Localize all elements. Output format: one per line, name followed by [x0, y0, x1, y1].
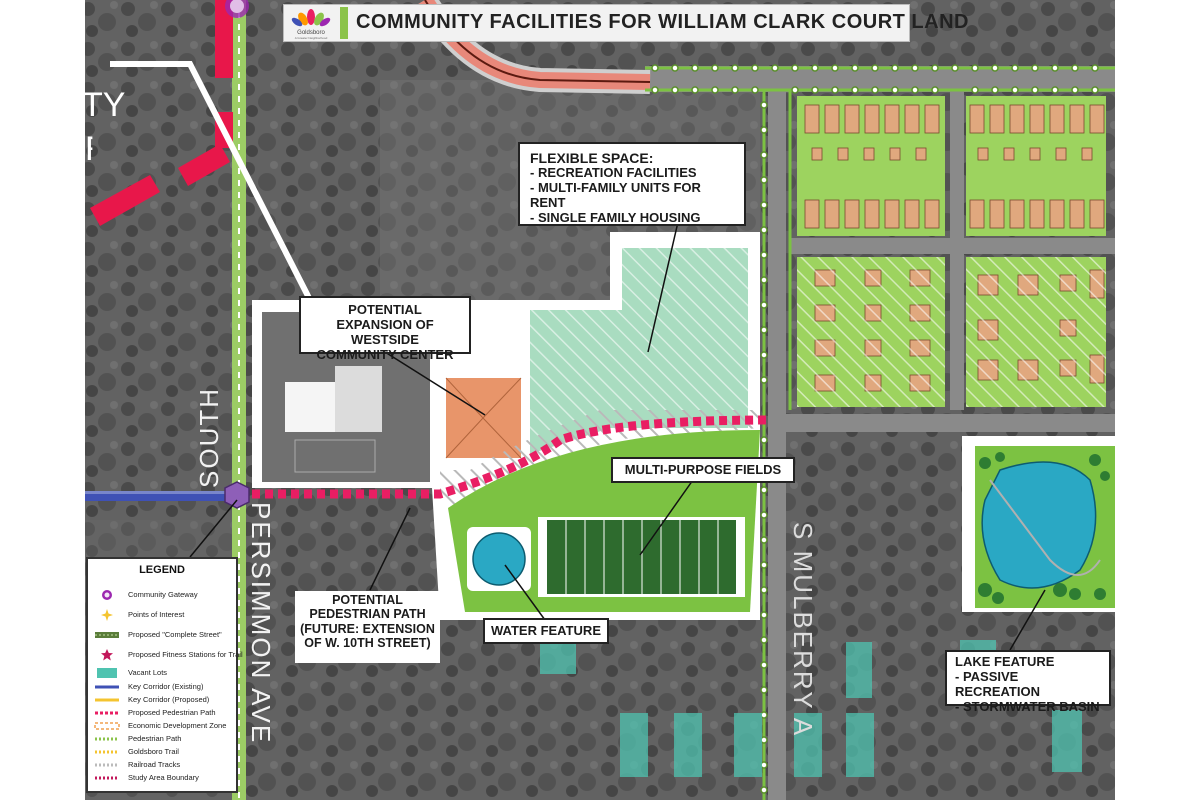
economic-zone-line — [94, 722, 120, 730]
legend-item: Proposed Pedestrian Path — [94, 707, 234, 719]
goldsboro-trail-line — [95, 750, 119, 754]
study-area-boundary-line — [95, 776, 119, 780]
road-east-west — [785, 414, 1115, 432]
community-center-line: COMMUNITY CENTER — [316, 346, 454, 362]
goldsboro-logo — [291, 9, 331, 27]
partial-label-line-3: R — [85, 130, 92, 169]
community-center-line: POTENTIAL — [348, 302, 422, 317]
legend-label: Proposed "Complete Street" — [128, 630, 222, 639]
legend: LEGEND Community Gateway Points of Inter… — [86, 557, 243, 793]
street-label-mulberry: S MULBERRY A — [788, 522, 818, 738]
legend-item: Pedestrian Path — [94, 733, 234, 745]
legend-item: Proposed "Complete Street" — [94, 629, 234, 641]
flexible-space-item: - SINGLE FAMILY HOUSING — [530, 209, 701, 225]
callout-flexible-space: FLEXIBLE SPACE: - RECREATION FACILITIES … — [518, 142, 746, 226]
title-accent — [340, 7, 348, 39]
street-label-south: SOUTH — [194, 387, 224, 488]
flexible-space-item: - RECREATION FACILITIES — [530, 165, 697, 181]
logo-name: Goldsboro — [297, 30, 325, 36]
star-burst-icon — [101, 609, 113, 621]
logo-tagline: A Greater Neighborhood — [294, 36, 328, 40]
community-gateway-icon — [224, 481, 250, 509]
fields-label: MULTI-PURPOSE FIELDS — [624, 462, 782, 477]
flexible-space-item: - MULTI-FAMILY UNITS FOR RENT — [530, 180, 701, 210]
pedestrian-path-line: POTENTIAL — [332, 593, 403, 607]
lake-feature-item: - STORMWATER BASIN — [955, 698, 1100, 714]
legend-label: Vacant Lots — [128, 668, 168, 677]
lake-feature-title: LAKE FEATURE — [955, 654, 1055, 669]
key-corridor-proposed-line — [95, 698, 119, 702]
existing-community-center — [285, 382, 335, 432]
vacant-lot-swatch — [97, 668, 117, 678]
callout-community-center: POTENTIAL EXPANSION OF WESTSIDE COMMUNIT… — [299, 296, 471, 362]
pedestrian-path-line: (FUTURE: EXTENSION — [300, 621, 435, 636]
legend-item: Key Corridor (Existing) — [94, 681, 234, 693]
callout-lake-feature: LAKE FEATURE - PASSIVE RECREATION - STOR… — [945, 650, 1111, 714]
lake-water — [981, 461, 1097, 589]
legend-item: Goldsboro Trail — [94, 746, 234, 758]
legend-label: Railroad Tracks — [128, 760, 181, 769]
key-corridor-existing-line — [95, 685, 119, 689]
proposed-pedestrian-path-line — [95, 711, 119, 715]
legend-item: Key Corridor (Proposed) — [94, 694, 234, 706]
flexible-space-title: FLEXIBLE SPACE: — [530, 150, 654, 166]
street-label-persimmon: PERSIMMON AVE — [246, 502, 276, 745]
legend-label: Economic Development Zone — [128, 721, 227, 730]
legend-label: Points of Interest — [128, 610, 185, 619]
partial-label-line-2: TY — [82, 86, 126, 124]
legend-label: Study Area Boundary — [128, 773, 199, 782]
callout-pedestrian-path: POTENTIAL PEDESTRIAN PATH (FUTURE: EXTEN… — [295, 591, 440, 663]
legend-label: Proposed Pedestrian Path — [128, 708, 216, 717]
legend-label: Community Gateway — [128, 590, 198, 599]
road-mulberry — [768, 88, 786, 800]
legend-item: Railroad Tracks — [94, 759, 234, 771]
railroad-tracks-line — [95, 763, 119, 767]
legend-item: Proposed Fitness Stations for Trail — [94, 649, 243, 661]
pedestrian-path-line: PEDESTRIAN PATH — [309, 607, 426, 622]
legend-item: Economic Development Zone — [94, 720, 234, 732]
callout-water-feature: WATER FEATURE — [483, 618, 609, 644]
legend-item: Vacant Lots — [94, 667, 234, 679]
water-feature-label: WATER FEATURE — [490, 623, 601, 638]
partial-label-line-1: E — [60, 44, 83, 82]
callout-multi-purpose-fields: MULTI-PURPOSE FIELDS — [611, 457, 795, 483]
gateway-icon — [102, 590, 112, 600]
legend-label: Key Corridor (Existing) — [128, 682, 204, 691]
legend-label: Key Corridor (Proposed) — [128, 695, 210, 704]
page-title: COMMUNITY FACILITIES FOR WILLIAM CLARK C… — [356, 11, 969, 33]
community-center-line: EXPANSION OF WESTSIDE — [336, 316, 434, 347]
pedestrian-path-line — [95, 737, 119, 741]
legend-label: Proposed Fitness Stations for Trail — [128, 650, 243, 659]
complete-street-swatch — [95, 632, 119, 638]
legend-label: Pedestrian Path — [128, 734, 182, 743]
legend-title: LEGEND — [139, 564, 185, 576]
pedestrian-path-line: OF W. 10TH STREET) — [304, 636, 431, 651]
title-bar: Goldsboro A Greater Neighborhood COMMUNI… — [283, 4, 968, 42]
legend-item: Community Gateway — [94, 589, 234, 601]
star-icon — [101, 649, 113, 661]
legend-item: Points of Interest — [94, 609, 234, 621]
legend-label: Goldsboro Trail — [128, 747, 179, 756]
lake-feature-item: - PASSIVE RECREATION — [955, 668, 1040, 699]
legend-item: Study Area Boundary — [94, 772, 234, 784]
